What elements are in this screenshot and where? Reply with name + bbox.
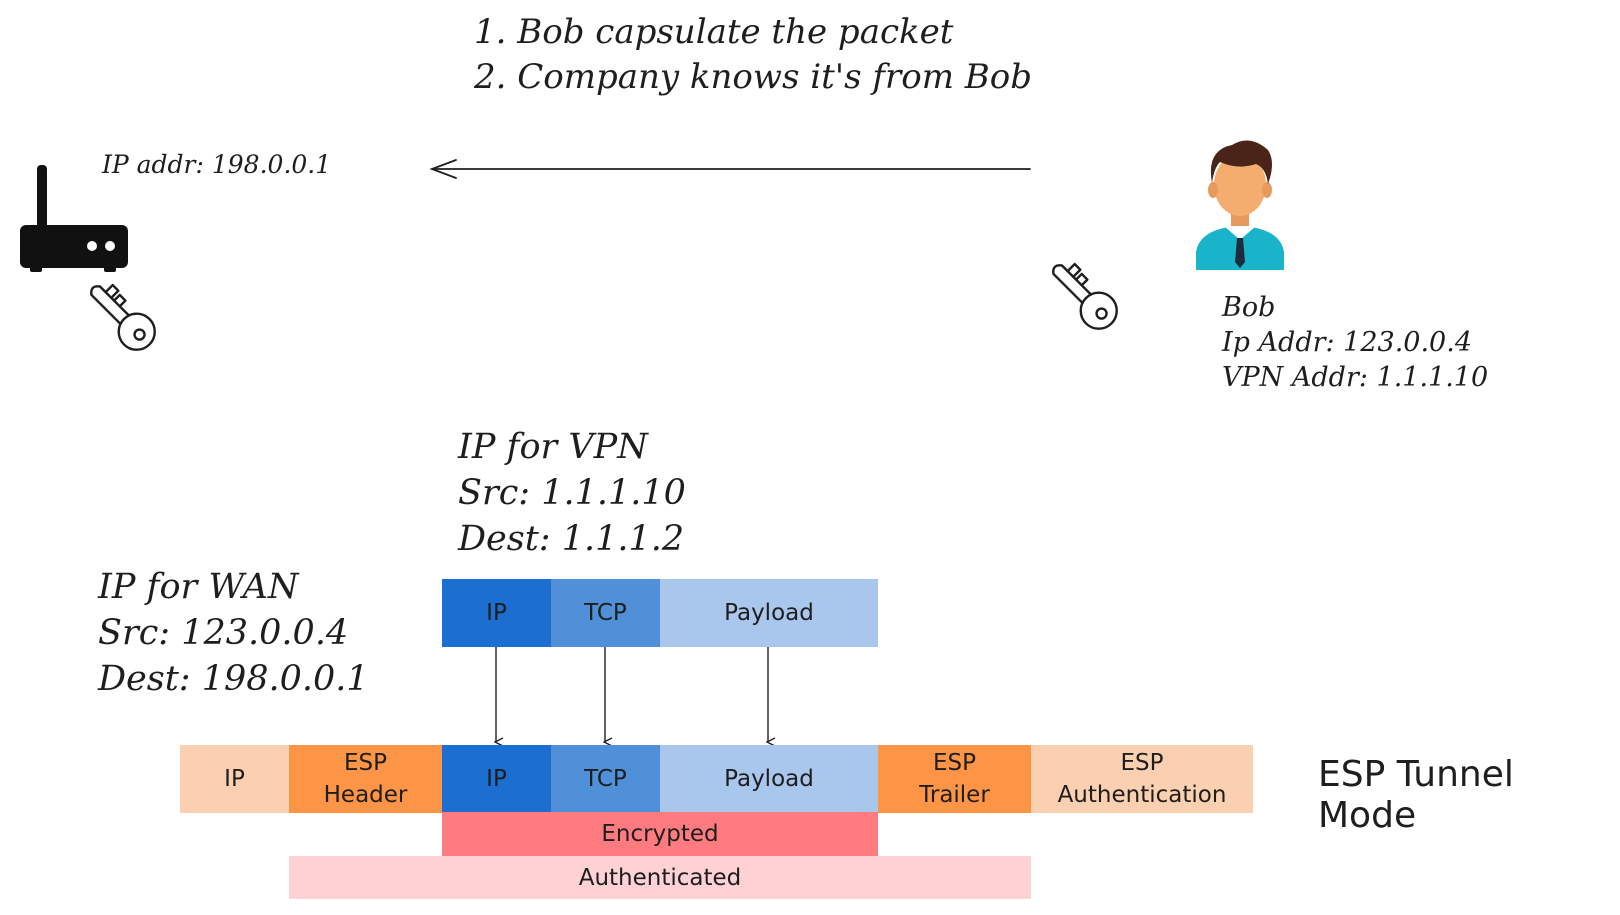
person-icon	[1196, 140, 1284, 270]
esp-packet-cell-ip: IP	[180, 745, 289, 813]
wan-ip-title: IP for WAN	[98, 567, 299, 607]
esp-packet-cell-payload: Payload	[660, 745, 878, 813]
vpn-ip-src: Src: 1.1.1.10	[458, 473, 686, 513]
vpn-ip-dest: Dest: 1.1.1.2	[458, 519, 685, 559]
authenticated-bar: Authenticated	[289, 856, 1031, 899]
bob-ip-addr: Ip Addr: 123.0.0.4	[1222, 327, 1473, 358]
orig-packet-cell-payload: Payload	[660, 579, 878, 647]
esp-tunnel-mode-title: ESP Tunnel Mode	[1318, 754, 1514, 836]
mapping-arrows	[496, 647, 768, 742]
note-line-2: 2. Company knows it's from Bob	[474, 57, 1032, 97]
wan-ip-dest: Dest: 198.0.0.1	[98, 659, 369, 699]
bob-vpn-addr: VPN Addr: 1.1.1.10	[1222, 362, 1489, 393]
wan-ip-block: IP for WAN Src: 123.0.0.4 Dest: 198.0.0.…	[98, 564, 369, 702]
esp-packet-cell-ip: IP	[442, 745, 551, 813]
tunnel-arrow	[429, 159, 1031, 179]
bob-info: Bob Ip Addr: 123.0.0.4 VPN Addr: 1.1.1.1…	[1222, 290, 1488, 395]
esp-packet-cell-tcp: TCP	[551, 745, 660, 813]
esp-packet-cell-esp-authentication: ESP Authentication	[1031, 745, 1253, 813]
bob-key-icon	[1052, 262, 1118, 330]
router-icon	[20, 165, 128, 272]
router-ip-label: IP addr: 198.0.0.1	[102, 150, 332, 179]
encrypted-bar: Encrypted	[442, 812, 878, 856]
router-key-icon	[90, 283, 156, 351]
esp-packet-cell-esp-trailer: ESP Trailer	[878, 745, 1031, 813]
esp-packet-cell-esp-header: ESP Header	[289, 745, 442, 813]
orig-packet-cell-tcp: TCP	[551, 579, 660, 647]
bob-name: Bob	[1222, 292, 1276, 323]
vpn-ip-block: IP for VPN Src: 1.1.1.10 Dest: 1.1.1.2	[458, 424, 686, 562]
vpn-ip-title: IP for VPN	[458, 427, 648, 467]
note-line-1: 1. Bob capsulate the packet	[474, 12, 954, 52]
annotation-notes: 1. Bob capsulate the packet 2. Company k…	[474, 10, 1032, 100]
wan-ip-src: Src: 123.0.0.4	[98, 613, 349, 653]
orig-packet-cell-ip: IP	[442, 579, 551, 647]
